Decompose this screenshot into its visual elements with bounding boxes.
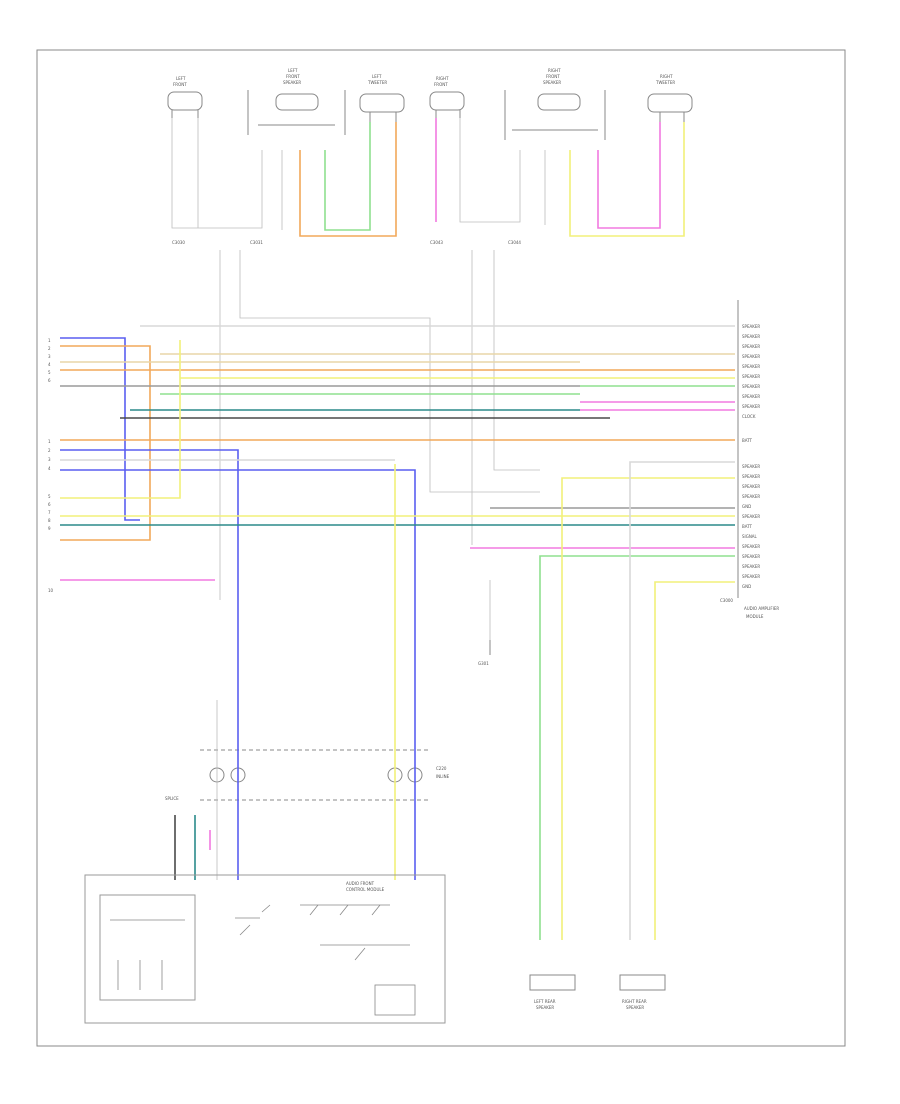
svg-text:SPEAKER: SPEAKER (742, 544, 760, 549)
svg-text:SPEAKER: SPEAKER (742, 514, 760, 519)
svg-text:3: 3 (48, 354, 51, 359)
svg-text:4: 4 (48, 466, 51, 471)
amp-pin-labels: SPEAKER SPEAKER SPEAKER SPEAKER SPEAKER … (742, 324, 760, 589)
svg-text:TWEETER: TWEETER (367, 80, 387, 85)
svg-text:8: 8 (48, 518, 51, 523)
svg-text:1: 1 (48, 439, 51, 444)
svg-text:SPEAKER: SPEAKER (742, 554, 760, 559)
svg-text:6: 6 (48, 502, 51, 507)
speaker-left-rear: LEFT REAR SPEAKER (529, 974, 576, 1010)
svg-text:7: 7 (48, 510, 51, 515)
svg-text:RIGHT REAR: RIGHT REAR (622, 999, 647, 1004)
svg-text:SPEAKER: SPEAKER (742, 464, 760, 469)
svg-text:FRONT: FRONT (173, 82, 187, 87)
svg-text:BATT: BATT (742, 438, 753, 443)
svg-text:SPEAKER: SPEAKER (742, 474, 760, 479)
svg-text:SPEAKER: SPEAKER (742, 344, 760, 349)
svg-text:2: 2 (48, 448, 51, 453)
ground-point: G301 (478, 640, 491, 666)
speaker-right-door: RIGHT FRONT SPEAKER (504, 68, 606, 140)
svg-text:SPEAKER: SPEAKER (742, 364, 760, 369)
svg-text:LEFT: LEFT (288, 68, 298, 73)
svg-text:5: 5 (48, 370, 51, 375)
svg-text:SPEAKER: SPEAKER (742, 384, 760, 389)
svg-text:INLINE: INLINE (436, 774, 450, 779)
svg-text:SPLICE: SPLICE (165, 796, 179, 801)
svg-text:SPEAKER: SPEAKER (742, 354, 760, 359)
svg-text:SPEAKER: SPEAKER (742, 324, 760, 329)
svg-text:SPEAKER: SPEAKER (742, 334, 760, 339)
svg-text:SIGNAL: SIGNAL (742, 534, 758, 539)
svg-text:SPEAKER: SPEAKER (626, 1005, 644, 1010)
svg-text:2: 2 (48, 346, 51, 351)
svg-text:10: 10 (48, 588, 54, 593)
svg-text:FRONT: FRONT (434, 82, 448, 87)
svg-text:GND: GND (742, 584, 751, 589)
svg-text:SPEAKER: SPEAKER (742, 564, 760, 569)
svg-text:LEFT: LEFT (372, 74, 382, 79)
module-internal-circuits (110, 904, 416, 1016)
speaker-right-tweeter: RIGHT TWEETER (647, 74, 693, 122)
svg-text:RIGHT: RIGHT (436, 76, 449, 81)
svg-text:SPEAKER: SPEAKER (543, 80, 561, 85)
svg-text:FRONT: FRONT (546, 74, 560, 79)
svg-text:TWEETER: TWEETER (655, 80, 675, 85)
svg-text:6: 6 (48, 378, 51, 383)
svg-text:AUDIO FRONT: AUDIO FRONT (346, 881, 375, 886)
speaker-right-front: RIGHT FRONT (429, 76, 465, 118)
svg-text:9: 9 (48, 526, 51, 531)
bus-wires (60, 325, 735, 940)
svg-text:G301: G301 (478, 661, 489, 666)
svg-text:GND: GND (742, 504, 751, 509)
lower-wires: SPLICE (165, 700, 416, 880)
svg-text:SPEAKER: SPEAKER (742, 394, 760, 399)
svg-text:C3044: C3044 (508, 240, 521, 245)
amplifier-connector: SPEAKER SPEAKER SPEAKER SPEAKER SPEAKER … (720, 300, 779, 619)
svg-text:SPEAKER: SPEAKER (283, 80, 301, 85)
left-connector-pins: 1 2 3 4 5 6 1 2 3 4 5 6 7 8 9 10 (48, 338, 54, 593)
svg-text:C3043: C3043 (430, 240, 443, 245)
svg-text:CONTROL MODULE: CONTROL MODULE (346, 887, 385, 892)
radio-module: AUDIO FRONT CONTROL MODULE (84, 874, 446, 1024)
top-speaker-group-right: RIGHT FRONT RIGHT FRONT SPEAKER RIGHT TW… (429, 68, 693, 140)
speaker-right-rear: RIGHT REAR SPEAKER (619, 974, 666, 1010)
svg-text:3: 3 (48, 457, 51, 462)
svg-text:MODULE: MODULE (746, 614, 764, 619)
svg-text:C3000: C3000 (720, 598, 733, 603)
svg-text:SPEAKER: SPEAKER (742, 404, 760, 409)
svg-text:5: 5 (48, 494, 51, 499)
svg-text:CLOCK: CLOCK (742, 414, 756, 419)
svg-text:LEFT REAR: LEFT REAR (534, 999, 556, 1004)
svg-text:RIGHT: RIGHT (548, 68, 561, 73)
svg-text:AUDIO AMPLIFIER: AUDIO AMPLIFIER (744, 606, 779, 611)
svg-text:C220: C220 (436, 766, 447, 771)
diagram-frame (36, 49, 846, 1047)
svg-text:LEFT: LEFT (176, 76, 186, 81)
speaker-left-door: LEFT FRONT SPEAKER (247, 68, 346, 135)
speaker-left-front: LEFT FRONT (167, 76, 203, 118)
svg-text:BATT: BATT (742, 524, 753, 529)
svg-text:RIGHT: RIGHT (660, 74, 673, 79)
svg-text:1: 1 (48, 338, 51, 343)
svg-text:SPEAKER: SPEAKER (742, 574, 760, 579)
svg-text:FRONT: FRONT (286, 74, 300, 79)
svg-text:C3031: C3031 (250, 240, 263, 245)
svg-text:4: 4 (48, 362, 51, 367)
top-speaker-wires: C3030 C3031 C3043 C3044 (171, 118, 685, 600)
svg-text:SPEAKER: SPEAKER (742, 374, 760, 379)
top-speaker-group-left: LEFT FRONT LEFT FRONT SPEAKER LEFT TWEET… (167, 68, 405, 135)
svg-text:SPEAKER: SPEAKER (536, 1005, 554, 1010)
svg-text:SPEAKER: SPEAKER (742, 494, 760, 499)
speaker-left-tweeter: LEFT TWEETER (359, 74, 405, 122)
svg-text:C3030: C3030 (172, 240, 185, 245)
svg-text:SPEAKER: SPEAKER (742, 484, 760, 489)
